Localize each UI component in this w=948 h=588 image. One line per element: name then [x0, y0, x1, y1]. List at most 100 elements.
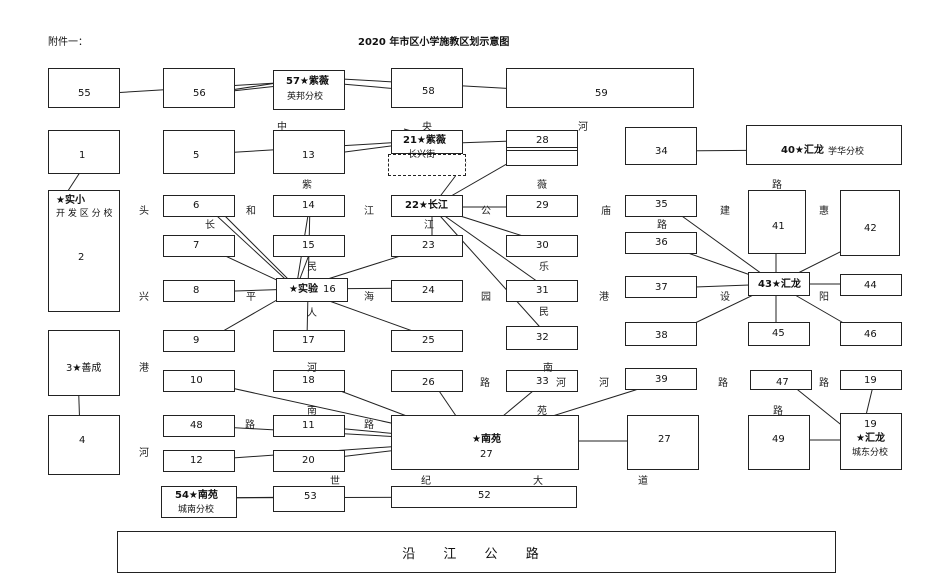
zone-box-18	[273, 370, 345, 392]
zone-label: 23	[422, 240, 435, 251]
zone-box-41	[748, 190, 806, 254]
zone-box-26	[391, 370, 463, 392]
zone-label: 9	[193, 335, 200, 346]
school-box-21	[391, 130, 463, 154]
road-label: 港	[599, 292, 609, 303]
zone-label: 13	[302, 150, 315, 161]
road-label: 设	[720, 292, 730, 303]
zone-box-15	[273, 235, 345, 257]
school-box-50	[840, 413, 902, 470]
school-box-shiyan	[276, 278, 348, 302]
zone-label: 28	[536, 135, 549, 146]
zone-label: 49	[772, 434, 785, 445]
school-label: 22★长江	[405, 200, 448, 211]
road-label: 海	[364, 292, 374, 303]
road-label: 薇	[537, 180, 547, 191]
zone-label: 17	[302, 335, 315, 346]
zone-label: 39	[655, 374, 668, 385]
zone-label: 4	[79, 435, 86, 446]
zone-label: 36	[655, 237, 668, 248]
road-label: 港	[139, 363, 149, 374]
zone-box-38	[625, 322, 697, 346]
zone-box-55	[48, 68, 120, 108]
zone-box-6	[163, 195, 235, 217]
road-label: 路	[657, 220, 667, 231]
zone-label: 31	[536, 285, 549, 296]
zone-label: 24	[422, 285, 435, 296]
road-label: 路	[480, 378, 490, 389]
zone-box-45	[748, 322, 810, 346]
zone-label: 18	[302, 375, 315, 386]
zone-box-23	[391, 235, 463, 257]
zone-box-58	[391, 68, 463, 108]
school-box-43	[748, 272, 810, 296]
zone-box-8	[163, 280, 235, 302]
zone-box-12	[163, 450, 235, 472]
zone-box-32	[506, 326, 578, 350]
road-label: 道	[638, 476, 648, 487]
zone-label: 46	[864, 329, 877, 340]
bottom-road-label: 沿 江 公 路	[402, 546, 551, 562]
zone-box-33	[506, 370, 578, 392]
zone-box-9	[163, 330, 235, 352]
zone-label: 14	[302, 200, 315, 211]
road-label: 路	[819, 378, 829, 389]
zone-box-48	[840, 370, 902, 390]
zone-label: 11	[302, 420, 315, 431]
zone-box-36	[625, 232, 697, 254]
road-label: 和	[246, 206, 256, 217]
road-label: 大	[533, 476, 543, 487]
zone-box-47	[750, 370, 812, 390]
road-label: 乐	[539, 262, 549, 273]
zone-box-39	[625, 368, 697, 390]
road-label: 河	[556, 378, 566, 389]
zone-label: 5	[193, 150, 200, 161]
school-label: 54★南苑	[175, 490, 218, 501]
zone-label: 20	[302, 455, 315, 466]
zone-label: 26	[422, 377, 435, 388]
school-branch: 长兴街	[408, 150, 436, 160]
connection-line-20	[203, 203, 297, 290]
zone-label: 58	[422, 86, 435, 97]
zone-label: 47	[776, 377, 789, 388]
road-label: 苑	[537, 406, 547, 417]
zone-label: 59	[595, 88, 608, 99]
road-label: 路	[773, 406, 783, 417]
zone-box-52	[391, 486, 577, 508]
zone-label: 27	[658, 434, 671, 445]
road-label: 世	[330, 476, 340, 487]
zone-label: 16	[323, 284, 336, 295]
zone-label: 35	[655, 199, 668, 210]
zone-label: 41	[772, 221, 785, 232]
zone-label: 30	[536, 240, 549, 251]
zone-box-27-east	[627, 415, 699, 470]
zone-label: 27	[480, 449, 493, 460]
school-box-21-street	[388, 154, 466, 176]
zone-label: 6	[193, 200, 200, 211]
zone-label: 48	[190, 420, 203, 431]
zone-box-56	[163, 68, 235, 108]
road-label: 长	[205, 220, 215, 231]
school-branch: 开 发 区 分 校	[56, 209, 113, 219]
road-label: 惠	[819, 206, 829, 217]
zone-box-11	[163, 415, 235, 437]
zone-label: 12	[190, 455, 203, 466]
zone-label: 34	[655, 146, 668, 157]
zone-label: 10	[190, 375, 203, 386]
school-box-nanyuan	[391, 415, 579, 470]
zone-box-25	[391, 330, 463, 352]
road-label: 央	[422, 122, 432, 133]
zone-label: 1	[79, 150, 86, 161]
zone-box-4	[48, 415, 120, 475]
road-label: 河	[578, 122, 588, 133]
zone-box-7	[163, 235, 235, 257]
school-box-57	[273, 70, 345, 110]
road-label: 路	[245, 420, 255, 431]
zone-label: 19	[864, 419, 877, 430]
road-label: 头	[139, 206, 149, 217]
zone-label: 33	[536, 376, 549, 387]
zone-box-24	[391, 280, 463, 302]
road-label: 阳	[819, 292, 829, 303]
road-label: 公	[481, 206, 491, 217]
school-branch: 城南分校	[178, 505, 215, 515]
